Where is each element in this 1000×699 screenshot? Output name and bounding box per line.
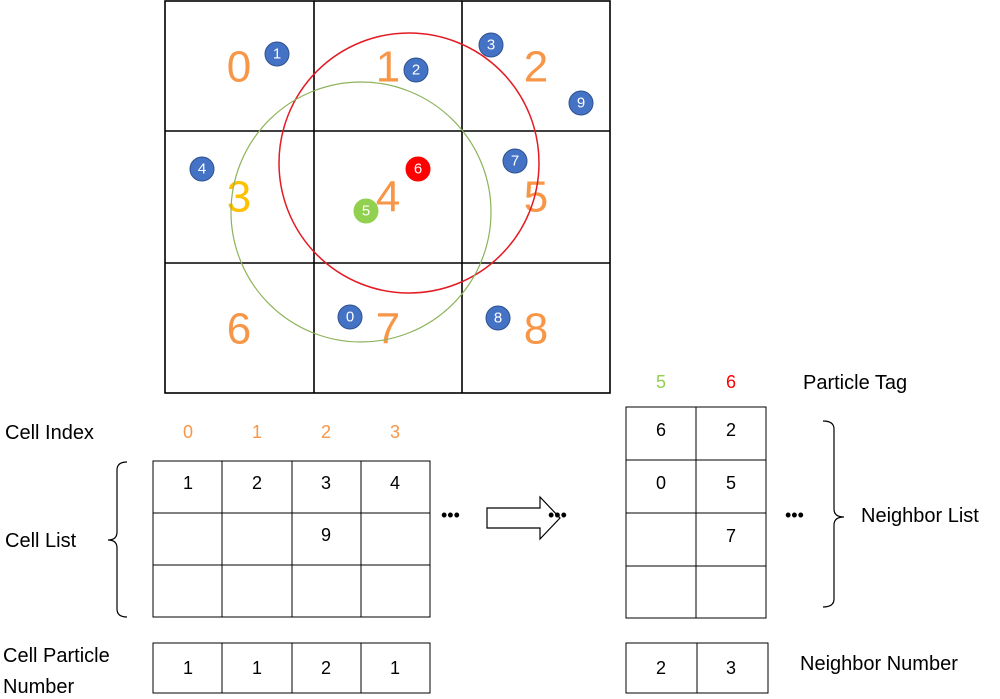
- particle-4: 4: [189, 156, 215, 182]
- neighbor-list-brace: [822, 420, 845, 608]
- particle-label: 8: [494, 310, 502, 327]
- cell-particle-count: 2: [321, 658, 331, 678]
- particle-label: 6: [414, 161, 422, 178]
- cell-particle-number-label-1: Cell Particle: [3, 645, 110, 667]
- cell-list-entry: 3: [321, 473, 331, 493]
- particle-2: 2: [403, 57, 429, 83]
- ellipsis-1: •••: [441, 505, 460, 525]
- cell-number-2: 2: [524, 43, 548, 92]
- particle-marker: [405, 156, 431, 182]
- particle-7: 7: [502, 148, 528, 174]
- particle-tag-value: 6: [726, 372, 736, 392]
- cell-list-entry: 9: [321, 525, 331, 545]
- cell-particle-count: 1: [252, 658, 262, 678]
- neighbor-count: 2: [656, 658, 666, 678]
- neighbor-number-label: Neighbor Number: [800, 653, 958, 675]
- neighbor-list-entry: 2: [726, 420, 736, 440]
- cell-list-label: Cell List: [5, 530, 77, 552]
- neighbor-list-entry: 0: [656, 473, 666, 493]
- neighbor-list-entry: 7: [726, 526, 736, 546]
- ellipsis-2: •••: [548, 505, 567, 525]
- right-arrow-icon: [486, 495, 561, 541]
- cell-index-value: 1: [252, 422, 262, 442]
- cell-number-8: 8: [524, 305, 548, 354]
- cell-index-label: Cell Index: [5, 422, 94, 444]
- particle-label: 3: [487, 37, 495, 54]
- particle-marker: [568, 90, 594, 116]
- cell-particle-count: 1: [390, 658, 400, 678]
- cell-number-4: 4: [376, 173, 400, 222]
- cell-list-entry: 1: [183, 473, 193, 493]
- ellipsis-3: •••: [785, 505, 804, 525]
- cell-particle-number-label-2: Number: [3, 676, 75, 698]
- particle-marker: [264, 41, 290, 67]
- particle-tag-label: Particle Tag: [803, 372, 908, 394]
- cell-list-entry: 2: [252, 473, 262, 493]
- particle-0: 0: [337, 304, 363, 330]
- cell-list-entry: 4: [390, 473, 400, 493]
- neighbor-list-table: [625, 406, 767, 619]
- neighbor-count: 3: [726, 658, 736, 678]
- particle-marker: [189, 156, 215, 182]
- cell-index-value: 2: [321, 422, 331, 442]
- cutoff-circle-particle-5: [230, 81, 492, 343]
- particle-label: 0: [346, 309, 354, 326]
- particle-label: 7: [511, 153, 519, 170]
- particle-tag-value: 5: [656, 372, 666, 392]
- cell-number-6: 6: [227, 305, 251, 354]
- particle-8: 8: [485, 305, 511, 331]
- cell-index-value: 3: [390, 422, 400, 442]
- particle-label: 4: [198, 161, 206, 178]
- neighbor-list-label: Neighbor List: [861, 505, 979, 527]
- cell-list-brace: [107, 461, 128, 618]
- cell-number-7: 7: [376, 305, 400, 354]
- cell-grid: [164, 0, 611, 394]
- neighbor-number-table: [625, 642, 769, 694]
- cell-index-value: 0: [183, 422, 193, 442]
- cutoff-circle-particle-6: [278, 32, 540, 294]
- particle-marker: [353, 198, 379, 224]
- cell-number-0: 0: [227, 43, 251, 92]
- particle-marker: [337, 304, 363, 330]
- cell-particle-count: 1: [183, 658, 193, 678]
- particle-marker: [403, 57, 429, 83]
- particle-1: 1: [264, 41, 290, 67]
- particle-5: 5: [353, 198, 379, 224]
- cell-list-table: [152, 460, 431, 618]
- particle-6: 6: [405, 156, 431, 182]
- neighbor-list-entry: 6: [656, 420, 666, 440]
- particle-label: 9: [577, 95, 585, 112]
- particle-label: 5: [362, 203, 370, 220]
- particle-9: 9: [568, 90, 594, 116]
- particle-label: 1: [273, 46, 281, 63]
- neighbor-list-entry: 5: [726, 473, 736, 493]
- particle-marker: [502, 148, 528, 174]
- cell-number-5: 5: [524, 173, 548, 222]
- particle-label: 2: [412, 62, 420, 79]
- particle-marker: [485, 305, 511, 331]
- particle-marker: [478, 32, 504, 58]
- cell-particle-number-table: [152, 642, 431, 694]
- particle-3: 3: [478, 32, 504, 58]
